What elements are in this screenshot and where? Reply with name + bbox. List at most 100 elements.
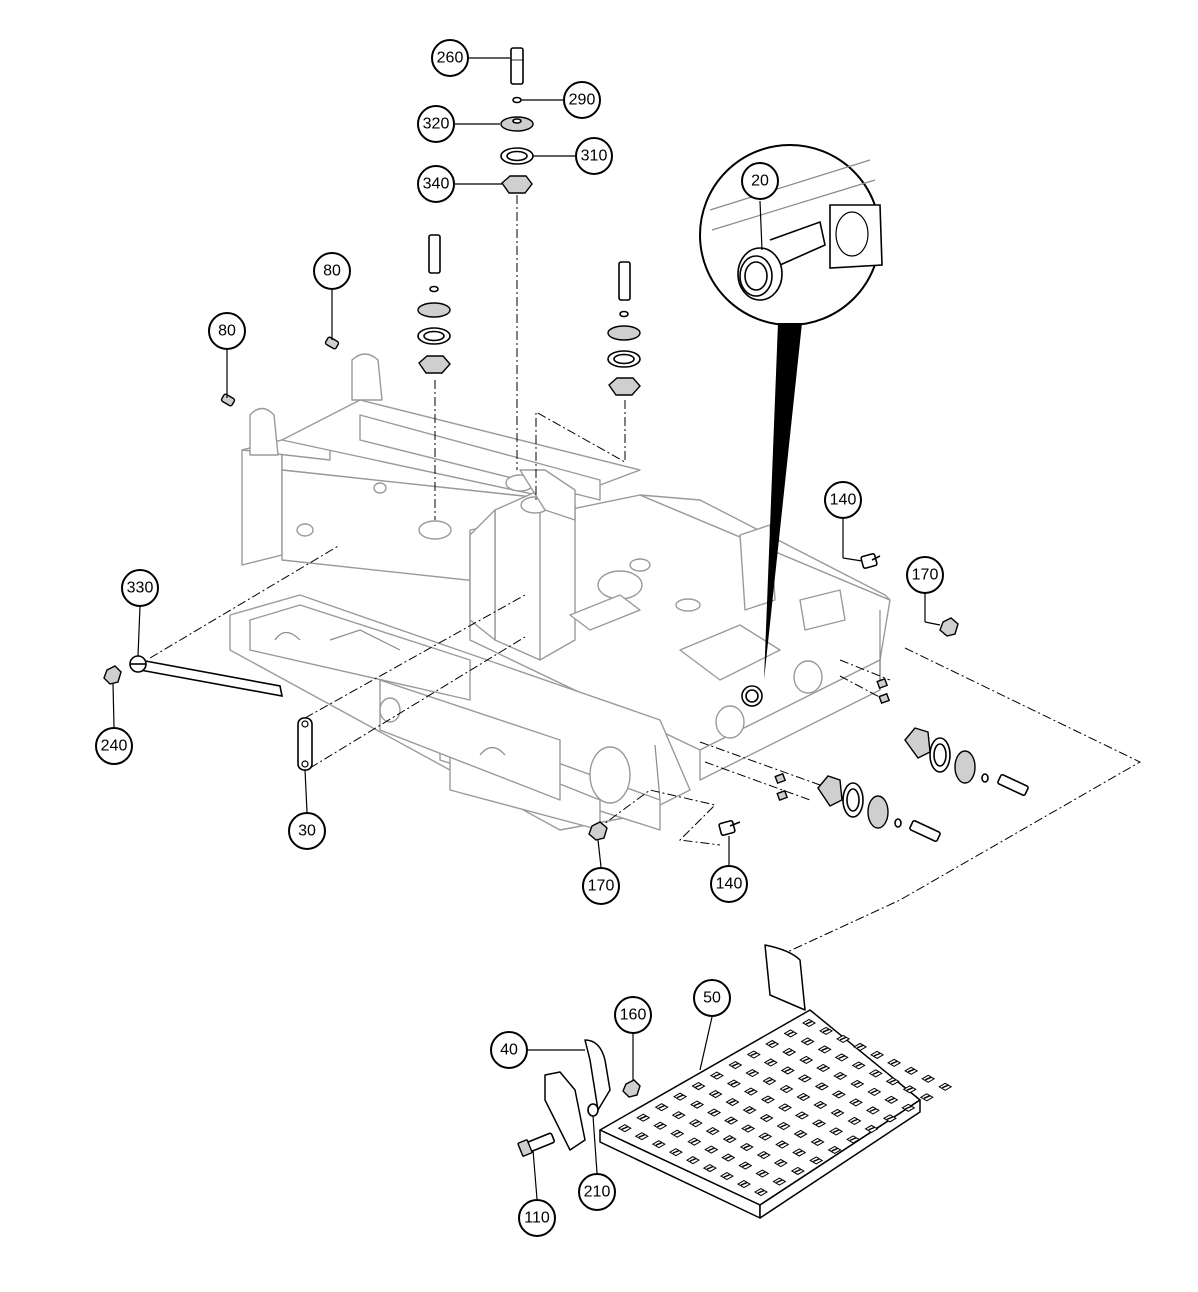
step-perforation-shade [709, 1128, 716, 1133]
step-perforation-shade [672, 1150, 680, 1154]
isolator-stack-left [417, 234, 451, 374]
step-perforation-shade [886, 1116, 894, 1121]
machine-frame [229, 353, 891, 831]
step-perforation-shade [759, 1171, 766, 1176]
step-perforation-shade [639, 1115, 647, 1120]
step-perforation-shade [821, 1047, 828, 1052]
step-perforation-shade [655, 1142, 663, 1146]
step-perforation-shade [924, 1076, 932, 1081]
leader-lines [112, 57, 941, 1200]
callout-50: 50 [693, 979, 731, 1017]
step-perforation-shade [674, 1131, 681, 1136]
step-perforation-shade [785, 1049, 793, 1054]
nut-240 [103, 665, 122, 685]
callout-label: 30 [298, 823, 316, 840]
step-perforation-shade [856, 1044, 864, 1049]
bracket-40 [544, 1039, 611, 1151]
step-perforation-shade [692, 1120, 699, 1125]
step-perforation-shade [777, 1160, 785, 1165]
step-perforation-shade [760, 1152, 768, 1157]
washer-210 [587, 1103, 599, 1117]
step-perforation-shade [729, 1099, 736, 1104]
step-perforation-shade [795, 1150, 803, 1155]
bolt-260 [510, 47, 524, 85]
step-perforation-shade [787, 1031, 794, 1036]
step-perforation-shade [744, 1126, 752, 1131]
step-perforation-shade [676, 1094, 684, 1099]
washer-290 [512, 96, 522, 104]
step-perforation-shade [727, 1118, 735, 1123]
step-perforation-shade [706, 1165, 714, 1170]
step-perforation-shade [869, 1108, 877, 1113]
isolator-stack-right [607, 261, 641, 396]
callout-label: 290 [569, 92, 596, 109]
step-perforation-shade [923, 1095, 931, 1099]
callout-label: 240 [101, 738, 128, 755]
callout-140-lower: 140 [710, 865, 748, 903]
step-perforation-shade [832, 1129, 840, 1134]
callout-label: 80 [323, 263, 341, 280]
step-perforation-shade [805, 1020, 813, 1025]
step-perforation-shade [819, 1065, 827, 1070]
callout-label: 160 [620, 1007, 647, 1024]
step-perforation-shade [713, 1073, 721, 1078]
step-perforation-shade [890, 1060, 898, 1065]
step-perforation-shade [757, 1189, 765, 1194]
step-perforation-shade [868, 1126, 875, 1131]
grease-fitting-80-left [220, 393, 236, 407]
callout-label: 80 [218, 323, 236, 340]
step-perforation-shade [941, 1084, 949, 1089]
lifting-eye-right [351, 353, 383, 401]
lifting-eye-left [249, 407, 279, 456]
step-perforation-shade [812, 1158, 820, 1163]
callout-20: 20 [741, 162, 779, 200]
step-perforation-shade [907, 1068, 915, 1073]
step-perforation-shade [852, 1100, 860, 1105]
step-perforation-shade [801, 1076, 809, 1081]
step-perforation-shade [836, 1073, 844, 1078]
step-perforation-shade [815, 1121, 823, 1126]
callout-320: 320 [417, 105, 455, 143]
step-perforation-shade [794, 1168, 802, 1173]
step-perforation-shade [814, 1139, 821, 1144]
step-perforation-shade [783, 1086, 790, 1091]
callout-40: 40 [490, 1031, 528, 1069]
callout-140-upper: 140 [824, 481, 862, 519]
step-perforation-shade [776, 1179, 783, 1184]
step-perforation-shade [798, 1113, 806, 1118]
step-perforation-shade [839, 1036, 847, 1041]
callout-80-left: 80 [208, 312, 246, 350]
step-perforation-shade [871, 1089, 878, 1094]
nut-160 [622, 1079, 641, 1098]
step-perforations [617, 1018, 953, 1197]
step-perforation-shade [675, 1112, 682, 1117]
callout-80-right: 80 [313, 252, 351, 290]
callout-210: 210 [578, 1173, 616, 1211]
callout-label: 310 [581, 148, 608, 165]
step-perforation-shade [763, 1115, 770, 1120]
grease-fitting-80-right [324, 336, 340, 350]
step-perforation-shade [835, 1092, 843, 1097]
callout-290: 290 [563, 81, 601, 119]
step-perforation-shade [849, 1137, 857, 1142]
link-30 [297, 717, 313, 771]
step-perforation-shade [831, 1147, 838, 1152]
step-perforation-shade [834, 1110, 841, 1115]
insert-20-small [741, 685, 763, 707]
callout-110: 110 [518, 1199, 556, 1237]
step-perforation-shade [710, 1110, 718, 1115]
callout-170-lower: 170 [582, 867, 620, 905]
callout-330: 330 [121, 569, 159, 607]
callout-label: 140 [716, 876, 743, 893]
step-perforation-shade [888, 1097, 895, 1102]
step-perforation-shade [764, 1097, 772, 1102]
callout-340: 340 [417, 165, 455, 203]
step-perforation-shade [747, 1089, 755, 1094]
isolator-stack-side-upper [904, 727, 1029, 797]
callout-label: 210 [584, 1184, 611, 1201]
step-perforation-shade [822, 1028, 830, 1033]
isolator-stack-top [500, 47, 534, 194]
step-perforation-shade [797, 1131, 804, 1136]
callout-label: 330 [127, 580, 154, 597]
callout-label: 320 [423, 116, 450, 133]
